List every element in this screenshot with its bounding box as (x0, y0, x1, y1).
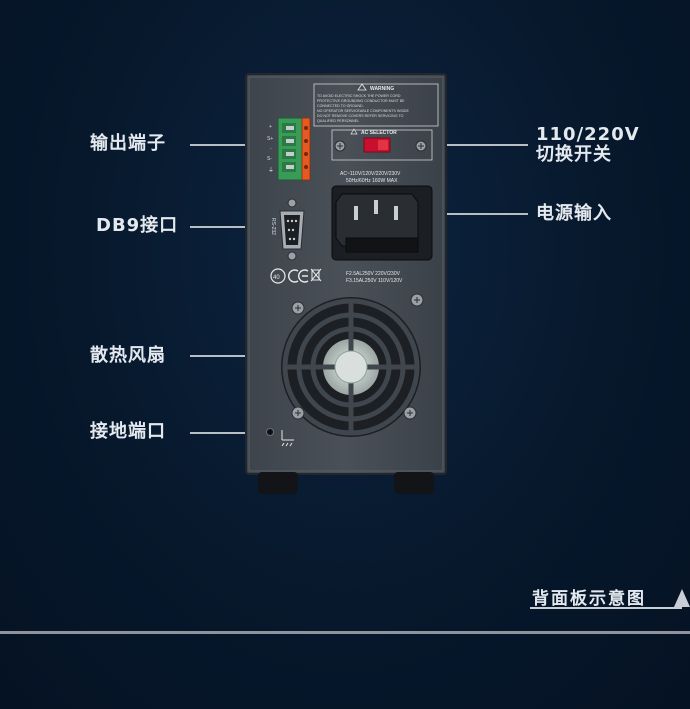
rear-panel-caption: 背面板示意图 (532, 589, 646, 609)
screw-icon (291, 301, 305, 315)
caution-triangle-icon (350, 128, 358, 135)
screw-icon (403, 406, 417, 420)
db9-port-leader (190, 226, 280, 228)
ground-port[interactable] (266, 428, 274, 436)
warning-line: DO NOT REMOVE COVERS REFER SERVICING TO (317, 114, 404, 118)
warning-line: TO AVOID ELECTRIC SHOCK THE POWER CORD (317, 94, 401, 98)
terminal-mark: S- (267, 156, 272, 162)
terminal-mark: ⏚ (268, 167, 274, 174)
output-terminal-leader (190, 144, 278, 146)
right-foot (394, 472, 434, 494)
terminal-mark: S+ (267, 136, 273, 142)
db9-port-label: DB9接口 (96, 215, 179, 236)
screw-icon (410, 293, 424, 307)
caption-triangle-icon (674, 589, 690, 607)
ground-port-leader (190, 432, 268, 434)
left-foot (258, 472, 298, 494)
db9-connector[interactable] (279, 198, 305, 261)
fuse-rating-line: F3.15AL250V 110V/120V (346, 278, 403, 284)
ac-switch-label-line1: 110/220V (536, 124, 640, 145)
output-terminal-block (277, 117, 311, 181)
cooling-fan (281, 297, 421, 437)
ac-rating-line: AC~110V/120V/220V/230V (340, 171, 401, 177)
device-rear-panel: WARNING TO AVOID ELECTRIC SHOCK THE POWE… (245, 73, 447, 494)
caption-underline (530, 607, 682, 609)
ground-port-label: 接地端口 (90, 421, 166, 442)
ac-rating-line: 50Hz/60Hz 160W MAX (346, 178, 398, 184)
warning-line: QUALIFIED PERSONNEL (317, 119, 359, 123)
terminal-mark: - (270, 146, 272, 152)
terminal-mark: + (269, 124, 272, 130)
power-input-label: 电源输入 (536, 203, 612, 224)
cooling-fan-label: 散热风扇 (90, 345, 166, 366)
warning-line: PROTECTIVE GROUNDING CONDUCTOR MUST BE (317, 99, 405, 103)
ac-selector-frame (331, 129, 433, 161)
screw-icon (415, 140, 427, 152)
warning-title: WARNING (370, 86, 394, 92)
power-input-leader (380, 213, 528, 215)
screw-icon (334, 140, 346, 152)
rs232-label: RS-232 (270, 218, 276, 235)
output-terminal-label: 输出端子 (90, 133, 166, 154)
warning-line: NO OPERATOR SERVICEABLE COMPONENTS INSID… (317, 109, 409, 113)
warning-line: CONNECTED TO GROUND. (317, 104, 364, 108)
ac-switch-leader (396, 144, 528, 146)
ac-selector-title: AC SELECTOR (361, 130, 397, 136)
warning-label (313, 83, 439, 127)
ac-switch-label-line2: 切换开关 (536, 144, 612, 165)
fuse-rating-line: F2.5AL250V 220V/230V (346, 271, 401, 277)
svg-text:40: 40 (273, 275, 280, 281)
certification-icons: 40 (270, 268, 322, 284)
ground-symbol-icon (281, 430, 294, 447)
power-inlet[interactable] (331, 185, 433, 261)
bottom-divider (0, 631, 690, 634)
warning-triangle-icon (357, 83, 367, 91)
screw-icon (291, 406, 305, 420)
